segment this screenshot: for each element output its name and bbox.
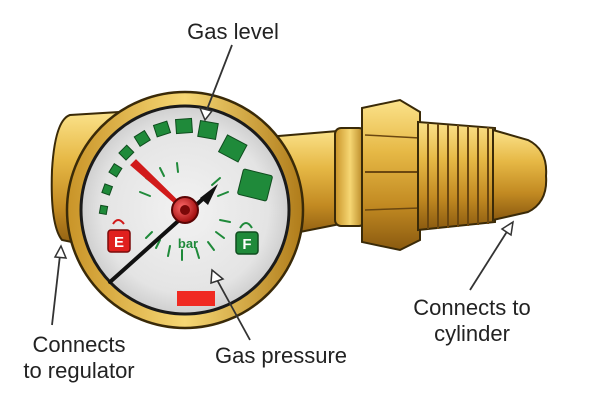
regulator-label-line1: Connects [32,332,126,357]
pressure-ticks [139,162,231,261]
thread-lines [427,124,489,229]
gauge-needles [108,159,218,284]
empty-mark-label: E [114,234,124,251]
full-indicator-icon: F [235,222,259,255]
full-mark-label: F [242,236,251,253]
callout-arrows [51,44,514,341]
gas-pressure-label: Gas pressure [214,343,348,368]
regulator-label-line2: to regulator [23,358,135,383]
hex-nut [361,98,421,252]
collar-ring [334,127,366,227]
regulator-connection-label: Connects to regulator [4,332,154,384]
pressure-gauge: bar E F [65,90,305,330]
cylinder-label-line1: Connects to [413,295,531,320]
cylinder-connector-tip [492,128,548,222]
pressure-needle-tip [200,184,218,205]
gauge-unit-label: bar [178,236,198,251]
gas-level-scale [98,117,273,216]
cylinder-connection-label: Connects to cylinder [402,295,542,347]
gas-level-needle [130,159,187,212]
threaded-section [417,120,496,232]
cylinder-label-line2: cylinder [434,321,510,346]
empty-indicator-icon: E [107,219,131,253]
gas-level-label: Gas level [187,19,279,44]
pressure-red-zone [177,291,215,306]
